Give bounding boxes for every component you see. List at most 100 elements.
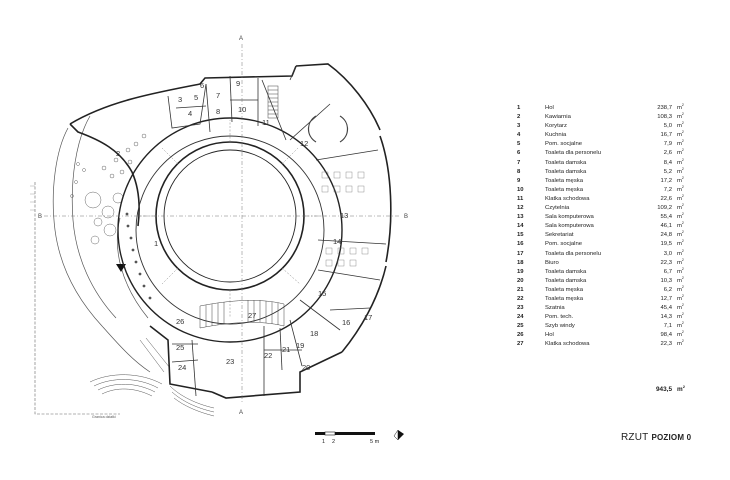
reading-room-arcs — [307, 115, 349, 143]
section-b-left: B — [38, 214, 42, 220]
legend-room-area: 14,3 — [660, 314, 672, 321]
room-number-20: 20 — [302, 363, 310, 372]
room-number-22: 22 — [264, 351, 272, 360]
legend-room-name: Toaleta damska — [545, 159, 587, 166]
legend-room-unit: m2 — [677, 157, 684, 166]
legend-room-name: Sala komputerowa — [545, 223, 594, 230]
computer-desks — [321, 171, 369, 267]
legend-room-area: 3,0 — [663, 250, 672, 257]
room-number-5: 5 — [194, 93, 198, 102]
terrace-trees — [70, 133, 147, 245]
legend-room-unit: m2 — [677, 175, 684, 184]
legend-room-area: 22,6 — [660, 195, 672, 202]
legend-room-number: 2 — [517, 114, 521, 121]
legend-room-name: Hol — [545, 105, 554, 111]
section-a-bottom: A — [239, 410, 243, 416]
room-number-6: 6 — [200, 81, 204, 90]
plot-boundary — [34, 182, 120, 415]
legend-room-unit: m2 — [677, 193, 684, 202]
legend-room-area: 109,2 — [657, 205, 672, 212]
room-number-18: 18 — [310, 329, 318, 338]
room-number-27: 27 — [248, 311, 256, 320]
legend-room-name: Pom. tech. — [545, 314, 574, 321]
legend-room-name: Toaleta męska — [545, 286, 583, 293]
room-number-23: 23 — [226, 357, 234, 366]
legend-room-name: Kawiarnia — [545, 114, 571, 121]
building-outline — [69, 63, 392, 399]
room-numbers: 1 2 3 4 5 6 7 8 9 10 11 12 13 14 15 16 1… — [116, 79, 372, 372]
room-number-24: 24 — [178, 363, 186, 372]
corridor-ring — [135, 135, 325, 325]
legend-room-unit: m2 — [677, 212, 684, 221]
legend-room-area: 22,3 — [660, 259, 672, 266]
title-main: RZUT — [621, 432, 649, 443]
room-number-25: 25 — [176, 343, 184, 352]
legend-room-name: Sekretariat — [545, 232, 574, 239]
room-number-19: 19 — [296, 341, 304, 350]
outer-ring — [117, 117, 343, 343]
legend-room-number: 15 — [517, 232, 524, 239]
legend-room-area: 108,3 — [657, 114, 672, 121]
legend-room-name: Czytelnia — [545, 205, 570, 212]
legend-room-number: 22 — [517, 295, 524, 302]
section-b-right: B — [404, 214, 408, 220]
legend-room-number: 8 — [517, 168, 521, 175]
legend-room-unit: m2 — [677, 139, 684, 148]
legend-room-number: 26 — [517, 332, 524, 339]
legend-room-unit: m2 — [677, 294, 684, 302]
legend-room-unit: m2 — [677, 257, 684, 266]
legend-room-unit: m2 — [677, 184, 684, 193]
legend-room-number: 20 — [517, 277, 524, 284]
north-arrow-icon — [393, 429, 404, 441]
total-area: 943,5 — [656, 386, 672, 393]
legend-room-area: 6,7 — [663, 268, 672, 275]
room-number-8: 8 — [216, 107, 220, 116]
legend-room-number: 18 — [517, 259, 524, 266]
legend-room-name: Pom. socjalne — [545, 141, 582, 148]
legend-room-number: 13 — [517, 214, 524, 221]
legend-room-area: 19,5 — [660, 241, 672, 248]
title-level: POZIOM 0 — [651, 433, 692, 442]
legend-room-number: 3 — [517, 123, 521, 130]
legend-room-unit: m2 — [677, 339, 684, 348]
legend-room-unit: m2 — [677, 303, 684, 312]
legend-room-number: 6 — [517, 150, 521, 157]
legend-room-area: 22,3 — [660, 341, 672, 348]
legend-room-name: Toaleta damska — [545, 168, 587, 175]
legend-room-area: 10,3 — [660, 277, 672, 284]
partitions — [167, 65, 387, 397]
stair-27 — [199, 300, 285, 329]
legend-room-name: Toaleta damska — [545, 268, 587, 275]
legend-room-number: 24 — [517, 314, 524, 321]
legend-room-unit: m2 — [677, 284, 684, 293]
legend-room-area: 45,4 — [660, 305, 672, 312]
legend-room-unit: m2 — [677, 230, 684, 239]
room-number-7: 7 — [216, 91, 220, 100]
room-number-13: 13 — [340, 211, 348, 220]
legend-room-number: 21 — [517, 286, 524, 293]
legend-room-name: Sala komputerowa — [545, 214, 594, 221]
legend-room-area: 7,9 — [663, 141, 672, 148]
room-number-14: 14 — [333, 237, 341, 246]
legend-room-name: Klatka schodowa — [545, 195, 590, 202]
legend-room-unit: m2 — [677, 330, 684, 339]
scale-bar: 1 2 5 m — [315, 431, 380, 445]
